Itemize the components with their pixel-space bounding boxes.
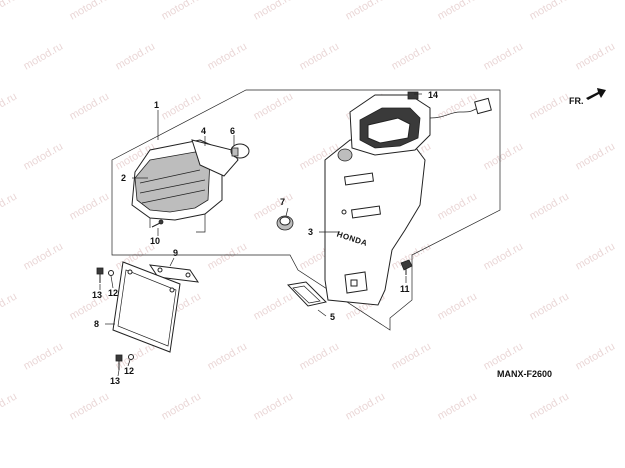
watermark-text-8: motod.ru — [114, 40, 158, 72]
bolt-part-11 — [400, 259, 413, 275]
license-bracket-part-8 — [112, 261, 181, 353]
watermark-text-16: motod.ru — [160, 90, 204, 122]
lamp-socket-housing — [337, 94, 492, 162]
callout-14: 14 — [428, 90, 438, 100]
watermark-text-41: motod.ru — [574, 240, 618, 272]
callout-1: 1 — [154, 100, 159, 110]
reflector-part-5 — [286, 281, 327, 307]
assembly-boundary — [111, 89, 501, 331]
callout-3: 3 — [308, 227, 313, 237]
tail-lamp-assembly — [131, 139, 239, 233]
watermark-text-51: motod.ru — [206, 340, 250, 372]
front-direction-indicator: FR. — [569, 88, 606, 106]
screw-part-10 — [151, 219, 164, 228]
callout-9: 9 — [173, 248, 178, 258]
callout-10: 10 — [150, 236, 160, 246]
watermark-text-29: motod.ru — [68, 190, 112, 222]
watermark-text-56: motod.ru — [0, 390, 19, 422]
front-direction-label: FR. — [569, 96, 584, 106]
watermark-text-42: motod.ru — [0, 290, 19, 322]
watermark-text-40: motod.ru — [482, 240, 526, 272]
bulb-part — [230, 143, 250, 159]
watermark-text-2: motod.ru — [160, 0, 204, 23]
callout-4: 4 — [201, 126, 206, 136]
watermark-text-1: motod.ru — [68, 0, 112, 23]
callout-13-lower: 13 — [110, 376, 120, 386]
watermark-text-10: motod.ru — [298, 40, 342, 72]
watermark-text-37: motod.ru — [206, 240, 250, 272]
callout-12-lower: 12 — [124, 366, 134, 376]
watermark-text-7: motod.ru — [22, 40, 66, 72]
clip-part-14 — [407, 91, 419, 100]
watermark-text-5: motod.ru — [436, 0, 480, 23]
watermark-text-6: motod.ru — [528, 0, 572, 23]
watermark-text-54: motod.ru — [482, 340, 526, 372]
callout-labels: 1 2 3 4 5 6 7 8 9 10 11 12 12 13 13 14 — [92, 90, 438, 386]
watermark-text-47: motod.ru — [436, 290, 480, 322]
callout-13-upper: 13 — [92, 290, 102, 300]
watermark-text-15: motod.ru — [68, 90, 112, 122]
watermark-text-0: motod.ru — [0, 0, 19, 23]
watermark-text-19: motod.ru — [436, 90, 480, 122]
callout-6: 6 — [230, 126, 235, 136]
watermark-text-57: motod.ru — [68, 390, 112, 422]
watermark-text-17: motod.ru — [252, 90, 296, 122]
watermark-text-26: motod.ru — [482, 140, 526, 172]
callout-12-upper: 12 — [108, 288, 118, 298]
watermark-text-60: motod.ru — [344, 390, 388, 422]
watermark-text-52: motod.ru — [298, 340, 342, 372]
callout-11: 11 — [400, 284, 410, 294]
watermark-text-11: motod.ru — [390, 40, 434, 72]
watermark-text-13: motod.ru — [574, 40, 618, 72]
watermark-text-3: motod.ru — [252, 0, 296, 23]
stay-part-9 — [148, 264, 200, 283]
screw-part-13-lower — [115, 354, 123, 370]
watermark-text-48: motod.ru — [528, 290, 572, 322]
callout-2: 2 — [121, 173, 126, 183]
screw-part-12-lower — [128, 354, 134, 360]
watermark-text-43: motod.ru — [68, 290, 112, 322]
watermark-text-34: motod.ru — [528, 190, 572, 222]
callout-7: 7 — [280, 197, 285, 207]
front-arrow-icon — [586, 88, 606, 100]
watermark-text-58: motod.ru — [160, 390, 204, 422]
watermark-text-27: motod.ru — [574, 140, 618, 172]
watermark-text-39: motod.ru — [390, 240, 434, 272]
leader-lines — [99, 93, 422, 377]
watermark-text-9: motod.ru — [206, 40, 250, 72]
callout-5: 5 — [330, 312, 335, 322]
watermark-text-4: motod.ru — [344, 0, 388, 23]
watermark-text-53: motod.ru — [390, 340, 434, 372]
screw-part-13-upper — [96, 267, 104, 283]
watermark-text-21: motod.ru — [22, 140, 66, 172]
grommet-part-7 — [276, 215, 294, 231]
watermark-text-14: motod.ru — [0, 90, 19, 122]
watermark-text-45: motod.ru — [252, 290, 296, 322]
rear-fender-bracket: HONDA — [324, 139, 426, 306]
watermark-text-59: motod.ru — [252, 390, 296, 422]
watermark-text-35: motod.ru — [22, 240, 66, 272]
watermark-text-62: motod.ru — [528, 390, 572, 422]
callout-8: 8 — [94, 319, 99, 329]
watermark-text-33: motod.ru — [436, 190, 480, 222]
watermark-text-20: motod.ru — [528, 90, 572, 122]
watermark-text-28: motod.ru — [0, 190, 19, 222]
watermark-text-55: motod.ru — [574, 340, 618, 372]
watermark-text-12: motod.ru — [482, 40, 526, 72]
watermark-text-61: motod.ru — [436, 390, 480, 422]
screw-part-12-upper — [108, 270, 114, 276]
diagram-code: MANX-F2600 — [497, 369, 552, 379]
watermark-text-49: motod.ru — [22, 340, 66, 372]
